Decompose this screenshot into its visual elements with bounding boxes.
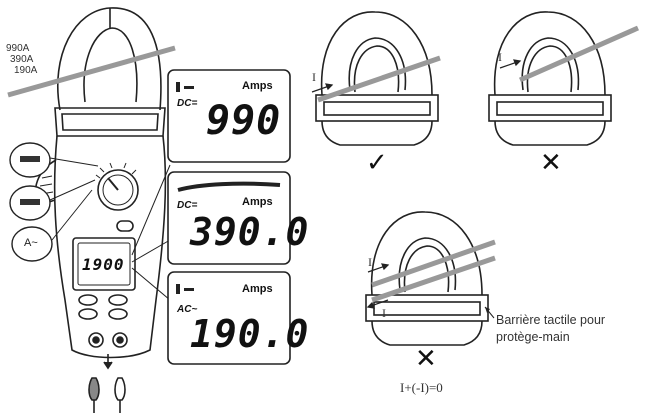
input-jack-com <box>88 332 104 348</box>
barrier-note-line1: Barrière tactile pour <box>496 313 606 327</box>
clamp-meter <box>34 7 167 413</box>
current-label-correct: I <box>312 70 316 84</box>
meter-display: 1900 <box>82 255 125 274</box>
dial-position-ac <box>11 226 53 262</box>
lcd-panel-190-reading: 190.0 <box>190 312 310 356</box>
lcd-panel-190-mode: AC~ <box>177 304 198 315</box>
conductor-through-center <box>317 55 441 103</box>
lcd-panel-190-unit: Amps <box>242 283 273 295</box>
meter-body <box>53 135 167 359</box>
lcd-panel-390 <box>167 171 291 265</box>
hold-button <box>116 220 134 232</box>
clamp-correct <box>315 11 439 146</box>
input-jack-v <box>112 332 128 348</box>
barrier-note-line2: protège-main <box>496 330 570 344</box>
test-lead-red <box>114 377 126 401</box>
range-label-990: 990A <box>6 43 30 54</box>
lcd-panel-390-mode: DC= <box>177 200 198 211</box>
cancel-cross-icon: ✕ <box>415 344 437 374</box>
lcd-panel-390-unit: Amps <box>242 196 273 208</box>
conductor-outside <box>518 25 640 83</box>
lcd-bargraph <box>177 181 281 192</box>
clamp-jaw-inner <box>83 27 138 103</box>
lcd-panel-190 <box>167 271 291 365</box>
meter-lcd <box>72 237 136 291</box>
test-lead-black <box>88 377 100 401</box>
correct-check-icon: ✓ <box>366 148 388 178</box>
rotary-dial <box>97 169 139 211</box>
dial-ticks <box>95 162 137 179</box>
lcd-panel-990-mode: DC= <box>177 98 198 109</box>
range-label-390: 390A <box>10 54 34 65</box>
clamp-cancel <box>365 211 489 346</box>
conductor-return <box>371 255 496 303</box>
conductor-forward <box>371 239 496 288</box>
dial-position-ac-label: A~ <box>24 237 38 249</box>
clamp-jaw-outer <box>57 7 162 111</box>
wrong-cross-icon: ✕ <box>540 148 562 178</box>
range-label-190: 190A <box>14 65 38 76</box>
current-label-wrong: I <box>498 50 502 64</box>
lcd-panel-990-unit: Amps <box>242 80 273 92</box>
lcd-panel-990 <box>167 69 291 163</box>
clamp-wrong-off-center <box>488 11 612 146</box>
lcd-panel-390-reading: 390.0 <box>190 210 310 254</box>
current-label-return: I <box>382 306 386 320</box>
lcd-panel-990-reading: 990 <box>206 98 282 144</box>
cancel-equation: I+(-I)=0 <box>400 380 443 395</box>
current-label-forward: I <box>368 255 372 269</box>
